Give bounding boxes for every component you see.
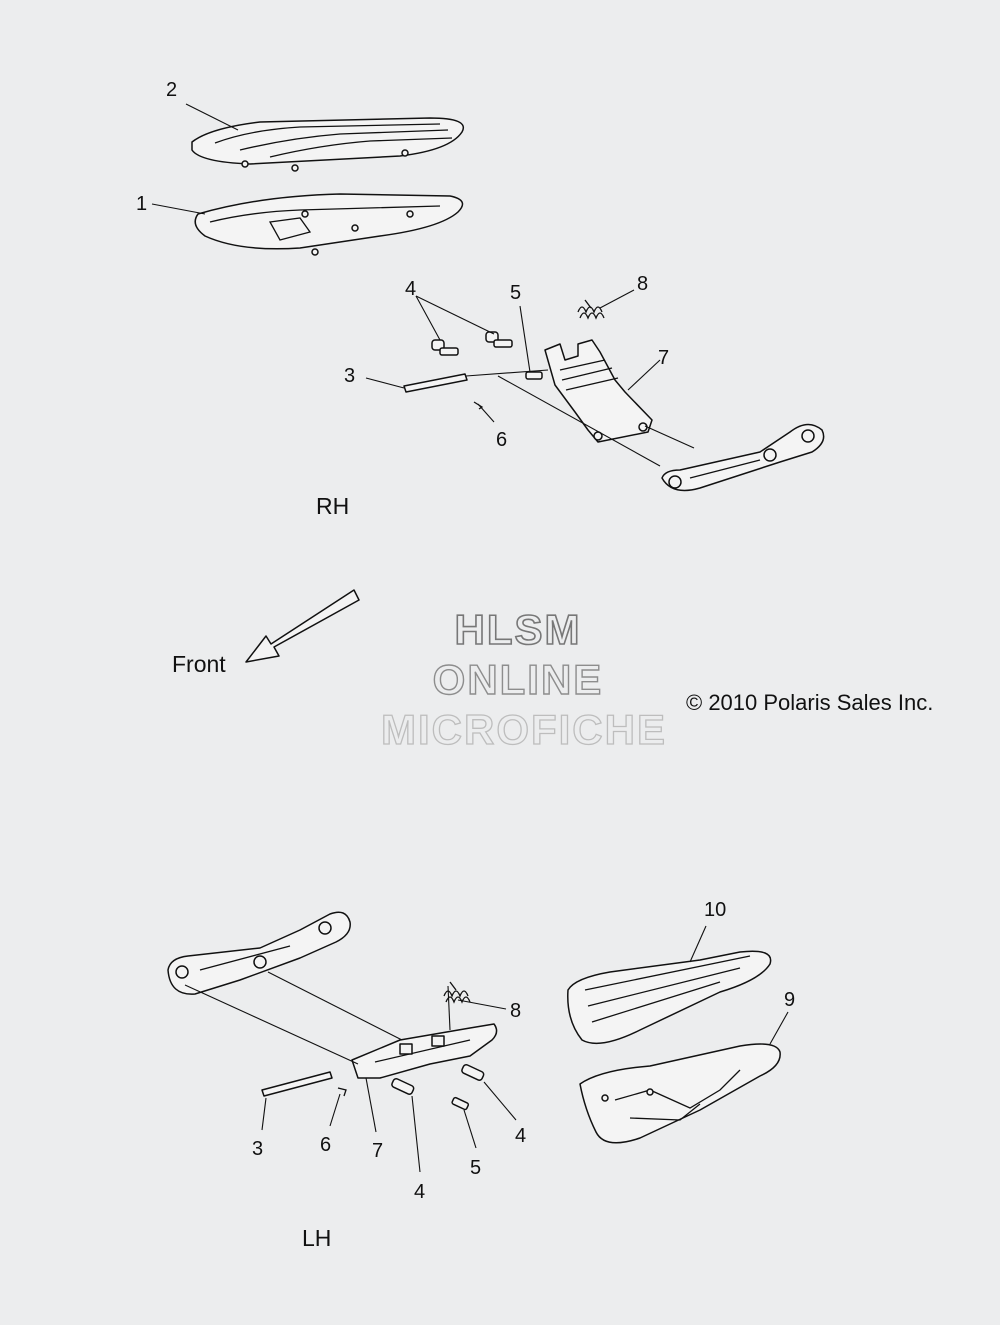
lh-pin [451,1096,470,1111]
lh-assembly [167,911,789,1173]
rh-mount-arm [661,423,825,492]
rh-callout-4: 4 [405,278,416,300]
lh-footrest-pad [567,950,772,1045]
rh-callout-3: 3 [344,365,355,387]
rh-callout-8: 8 [637,273,648,295]
lh-callout-5: 5 [470,1157,481,1179]
rh-callout-7: 7 [658,347,669,369]
front-label: Front [172,651,226,677]
lh-callout-7: 7 [372,1140,383,1162]
lh-mount-arm [167,911,351,995]
rh-cotter-pin [473,401,484,410]
lh-section-label: LH [302,1225,331,1251]
lh-long-pin [261,1071,333,1097]
lh-callout-8: 8 [510,1000,521,1022]
rh-callout-1: 1 [136,193,147,215]
lh-footrest-base [579,1043,781,1144]
lh-callout-3: 3 [252,1138,263,1160]
rh-assembly [151,103,825,492]
lh-callout-4-right: 4 [515,1125,526,1147]
rh-pin [525,371,543,380]
front-arrow-icon [245,589,360,663]
rh-callout-6: 6 [496,429,507,451]
rh-bracket [544,339,653,443]
lh-bracket [351,1023,498,1079]
lh-bolts [391,1063,485,1095]
lh-callout-9: 9 [784,989,795,1011]
lh-cotter-pin [337,1087,347,1097]
lh-callout-10: 10 [704,899,726,921]
watermark-line-1: HLSM [455,606,582,653]
lh-callout-4-lower: 4 [414,1181,425,1203]
copyright-text: © 2010 Polaris Sales Inc. [686,690,933,715]
rh-spring [577,299,605,320]
rh-section-label: RH [316,493,349,519]
rh-footrest-pad [191,117,464,172]
watermark-line-3: MICROFICHE [381,706,667,753]
rh-bolts [431,331,513,356]
rh-callout-2: 2 [166,79,177,101]
rh-callout-5: 5 [510,282,521,304]
rh-long-pin [403,373,468,393]
rh-footrest-base [194,193,464,256]
lh-callout-6: 6 [320,1134,331,1156]
watermark-line-2: ONLINE [433,656,604,703]
